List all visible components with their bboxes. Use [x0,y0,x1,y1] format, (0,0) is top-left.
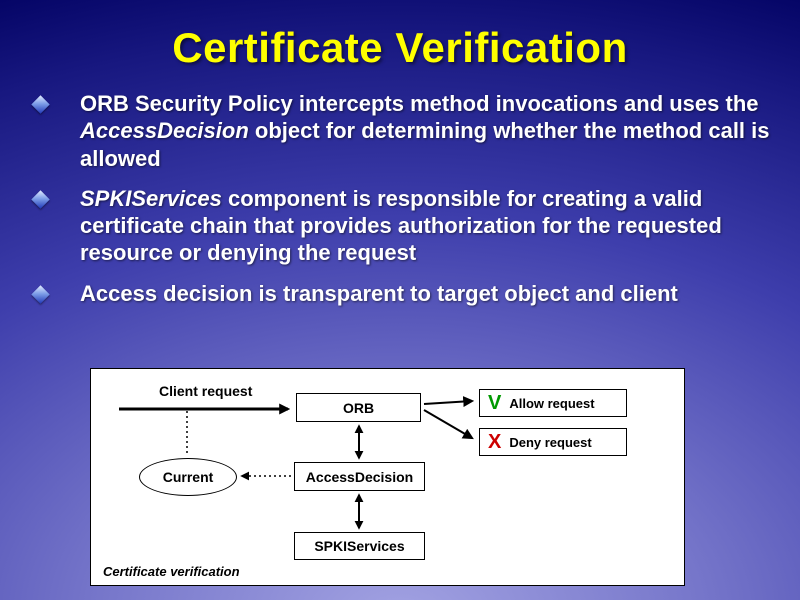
spki-services-label: SPKIServices [314,538,405,554]
diagram-panel: Client request ORB V Allow request X Den… [90,368,685,586]
client-request-label: Client request [159,383,253,399]
bullet-text-segment: object for determining whether the metho… [80,118,770,171]
bullet-item: ORB Security Policy intercepts method in… [30,90,774,172]
bullet-text: SPKIServices component is responsible fo… [80,185,770,267]
spki-services-box: SPKIServices [294,532,425,560]
bullet-text: ORB Security Policy intercepts method in… [80,90,770,172]
deny-x-mark: X [488,431,502,453]
allow-check-mark: V [488,392,502,414]
orb-box: ORB [296,393,421,422]
bullet-item: Access decision is transparent to target… [30,280,774,307]
diagram-arrows [119,396,475,530]
deny-request-box: X Deny request [479,428,627,456]
bullet-list: ORB Security Policy intercepts method in… [0,90,800,307]
deny-request-label: Deny request [509,434,592,450]
bullet-text-segment: Access decision is transparent to target… [80,280,678,306]
bullet-text-segment: ORB Security Policy intercepts method in… [80,91,759,116]
bullet-item: SPKIServices component is responsible fo… [30,185,774,267]
bullet-text-emphasis: SPKIServices [80,185,222,211]
access-decision-box: AccessDecision [294,462,425,491]
bullet-text-segment: component is responsible for creating a … [80,185,722,266]
current-label: Current [162,469,214,485]
diamond-bullet-icon [31,95,50,114]
allow-request-box: V Allow request [479,389,627,417]
diamond-bullet-icon [31,284,50,304]
orb-to-deny-arrow [423,409,474,440]
slide-title: Certificate Verification [172,24,628,71]
bullet-text-emphasis: AccessDecision [80,118,249,144]
bullet-text: Access decision is transparent to target… [80,280,678,307]
diamond-bullet-icon [31,190,50,209]
orb-to-allow-arrow [423,396,475,408]
current-ellipse: Current [139,458,237,496]
access-decision-label: AccessDecision [305,468,414,485]
allow-request-label: Allow request [509,395,595,411]
orb-label: ORB [342,399,375,416]
diagram-caption: Certificate verification [103,564,240,579]
